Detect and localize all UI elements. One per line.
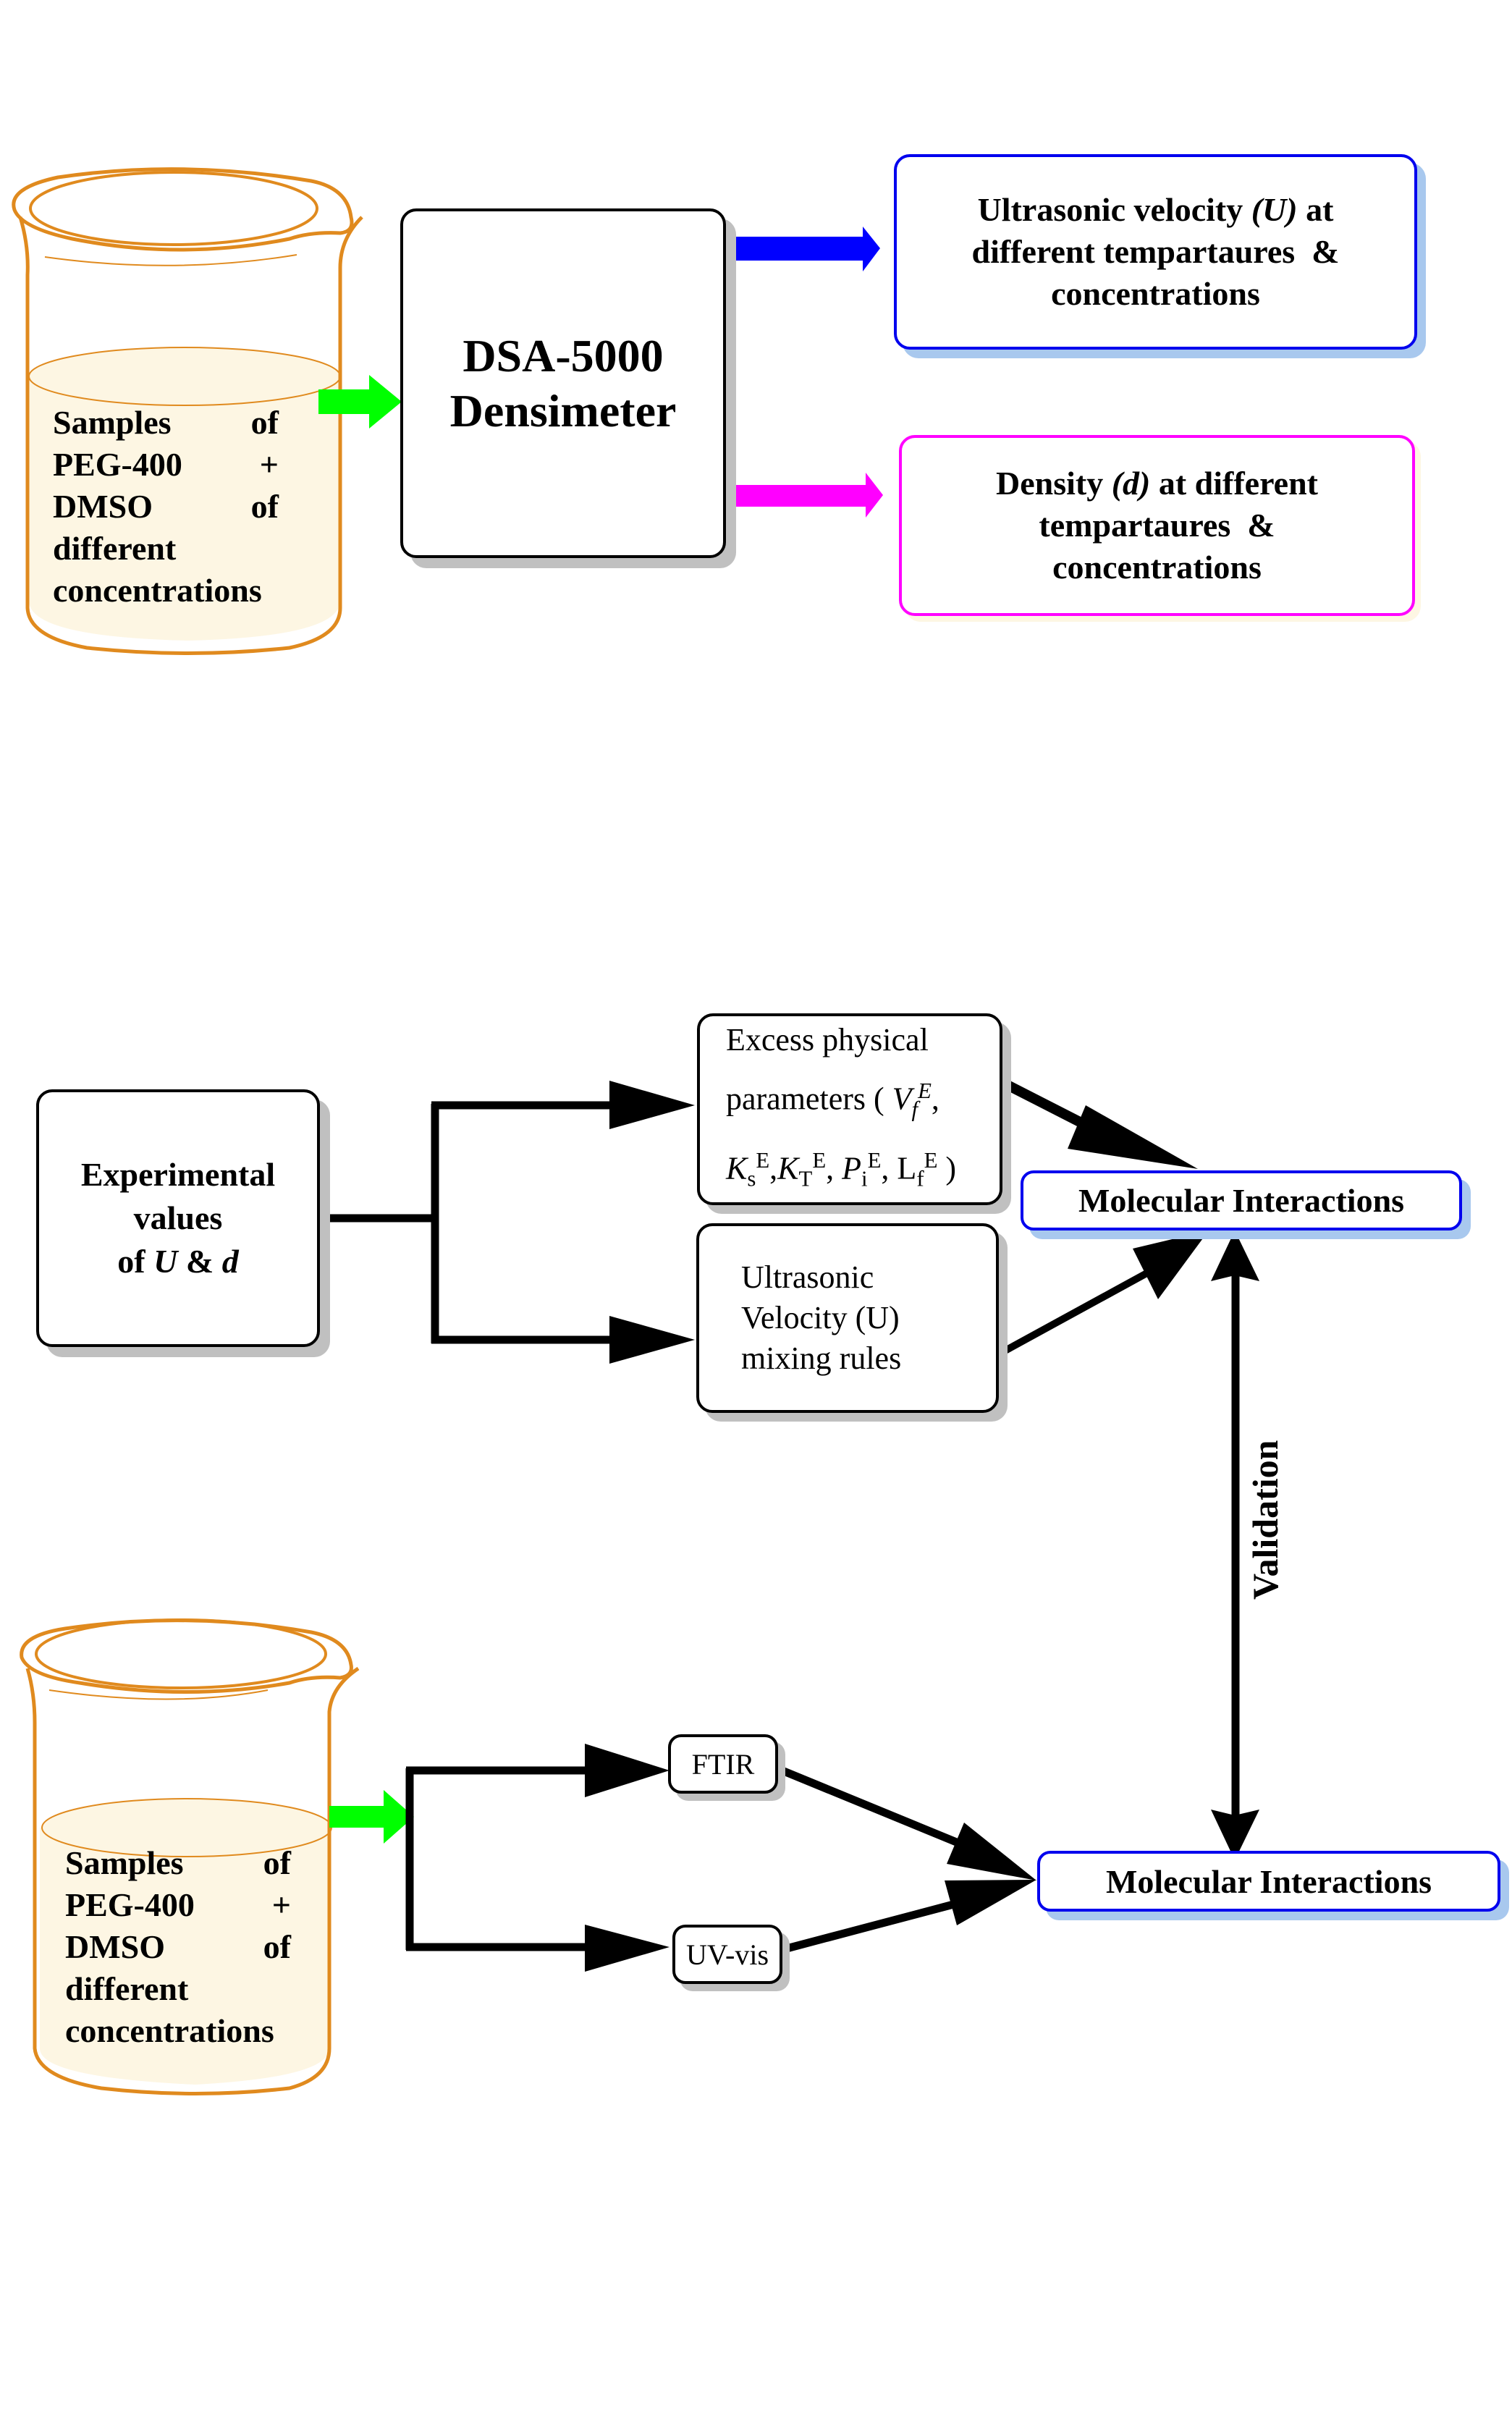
mixing-rules-box: Ultrasonic Velocity (U) mixing rules — [696, 1223, 999, 1413]
mixing-line-1: Ultrasonic — [741, 1259, 874, 1295]
arrowhead-to-mixing — [609, 1316, 695, 1364]
beaker-rim-inner-bottom — [35, 1618, 327, 1689]
mixing-line-2: Velocity (U) — [741, 1300, 900, 1335]
arrow-green-bottom — [329, 1790, 414, 1844]
excess-line-1: Excess physical — [726, 1022, 929, 1058]
beaker-liquid-surface-top — [28, 347, 341, 406]
experimental-line-2: values — [133, 1199, 223, 1236]
arrowhead-mixing-to-mi — [1133, 1230, 1209, 1299]
density-line-1: Density (d) at different — [995, 465, 1318, 502]
experimental-line-1: Experimental — [80, 1156, 276, 1193]
beaker-liquid-bottom — [40, 1811, 329, 2085]
experimental-line-3: of U & d — [117, 1243, 239, 1280]
densimeter-type: Densimeter — [449, 384, 677, 436]
sample-line: concentrations — [53, 572, 262, 609]
arrowhead-ftir-to-mi — [947, 1823, 1036, 1880]
excess-line-3: KsE,KTE, PiE, LfE ) — [726, 1147, 957, 1191]
validation-label: Validation — [1245, 1440, 1285, 1600]
connector-bottom — [405, 1766, 594, 1951]
ultrasonic-line-1: Ultrasonic velocity (U) at — [977, 191, 1334, 228]
molecular-interactions-box-top: Molecular Interactions — [1021, 1170, 1462, 1230]
arrow-green-top — [318, 375, 402, 429]
sample-line: concentrations — [65, 2012, 274, 2049]
densimeter-model: DSA-5000 — [463, 329, 664, 381]
molecular-interactions-box-bottom: Molecular Interactions — [1037, 1851, 1500, 1912]
beaker-body-bottom — [25, 1666, 360, 2095]
beaker-icon-top — [12, 167, 363, 655]
sample-line: different — [53, 530, 177, 567]
arrow-magenta — [724, 473, 883, 518]
arrowhead-to-excess — [609, 1081, 695, 1129]
arrow-uvvis-to-mi — [782, 1896, 971, 1954]
excess-parameters-box: Excess physical parameters ( VfE, KsE,KT… — [697, 1013, 1002, 1205]
beaker-liquid-top — [29, 358, 340, 641]
densimeter-box: DSA-5000 Densimeter — [400, 208, 726, 558]
density-line-3: concentrations — [1052, 549, 1262, 586]
sample-line: PEG-400+ — [65, 1886, 291, 1923]
arrow-mixing-to-mi — [1000, 1259, 1167, 1356]
density-output-box: Density (d) at different tempartaures & … — [899, 435, 1415, 616]
arrowhead-validation-up — [1211, 1230, 1259, 1281]
molecular-interactions-label: Molecular Interactions — [1078, 1182, 1405, 1219]
experimental-values-box: Experimental values of U & d — [36, 1089, 320, 1347]
ultrasonic-line-3: concentrations — [1051, 275, 1260, 312]
arrowhead-uvvis-to-mi — [945, 1880, 1036, 1925]
ftir-label: FTIR — [691, 1747, 755, 1781]
molecular-interactions-label: Molecular Interactions — [1105, 1862, 1432, 1900]
arrowhead-excess-to-mi — [1068, 1105, 1198, 1169]
ftir-box: FTIR — [668, 1734, 778, 1794]
arrow-blue — [724, 227, 880, 271]
ultrasonic-line-2: different tempartaures & — [971, 233, 1340, 270]
sample-line: PEG-400+ — [53, 446, 279, 483]
connector-experimental — [316, 1101, 615, 1344]
beaker-rim-outer-top — [12, 167, 354, 252]
excess-line-2: parameters ( VfE, — [726, 1078, 939, 1122]
arrowhead-to-ftir — [585, 1744, 670, 1797]
mixing-line-3: mixing rules — [741, 1341, 902, 1376]
uvvis-box: UV-vis — [672, 1925, 782, 1984]
sample-line: different — [65, 1970, 189, 2007]
beaker-graduation-top — [44, 254, 297, 266]
density-line-2: tempartaures & — [1039, 507, 1275, 544]
arrowhead-validation-down — [1211, 1810, 1259, 1860]
beaker-icon-bottom — [20, 1618, 360, 2095]
ultrasonic-output-box: Ultrasonic velocity (U) at different tem… — [894, 154, 1417, 350]
beaker-rim-inner-top — [29, 171, 318, 246]
beaker-graduation-bottom — [48, 1689, 269, 1700]
arrowhead-to-uvvis — [585, 1925, 670, 1972]
beaker-body-top — [18, 216, 363, 655]
uvvis-label: UV-vis — [685, 1938, 769, 1971]
